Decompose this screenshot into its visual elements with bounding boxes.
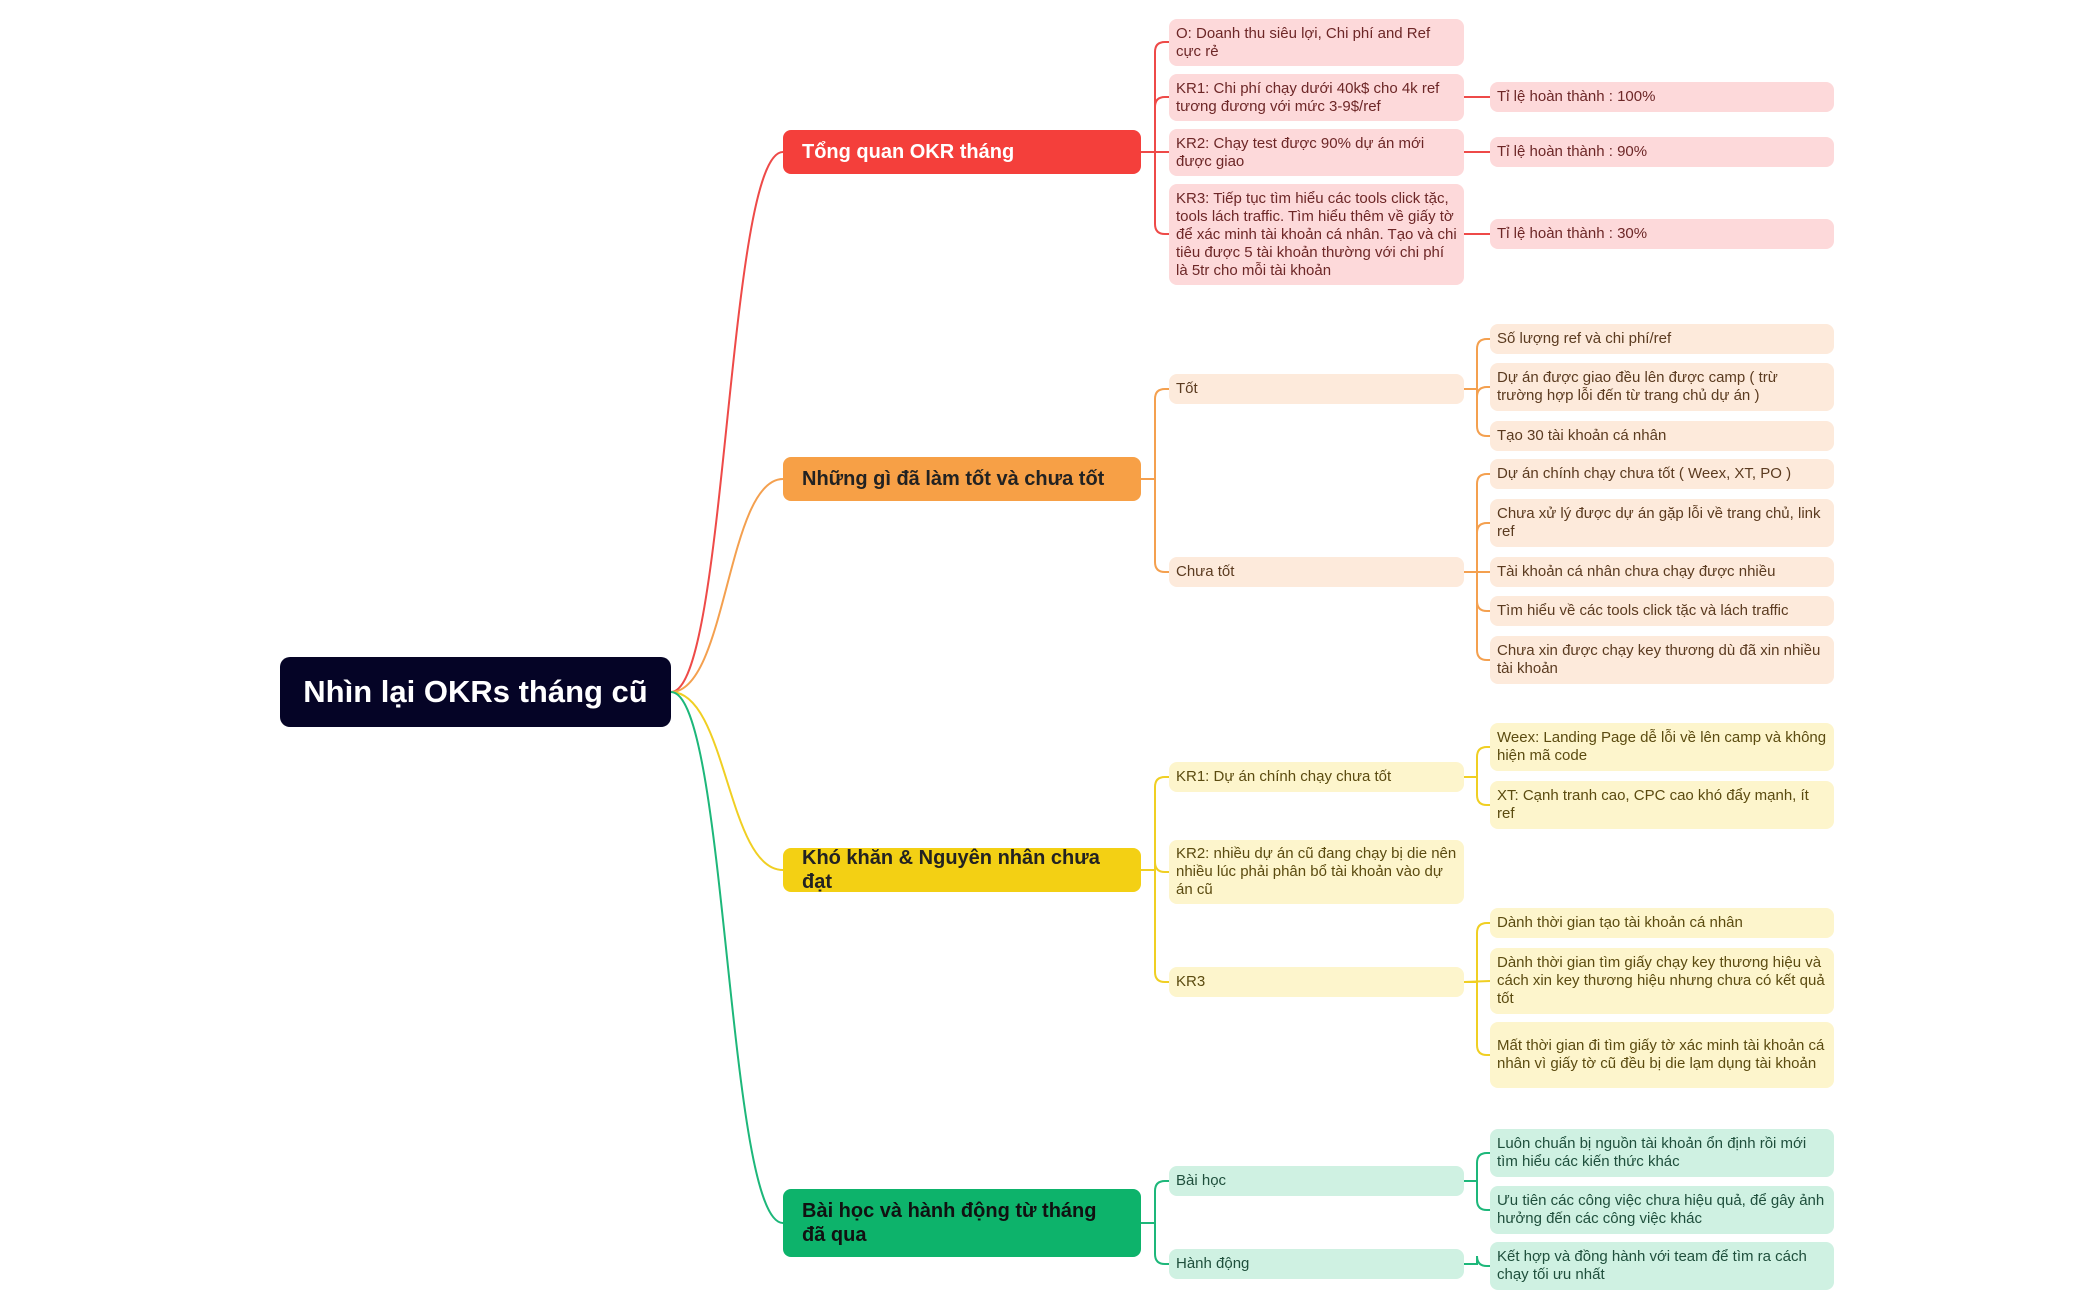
kr3-difficulty-item[interactable]: Dành thời gian tìm giấy chạy key thương …	[1490, 948, 1834, 1014]
node-to-item-connector	[1464, 1152, 1490, 1182]
kr3-node[interactable]: KR3: Tiếp tục tìm hiểu các tools click t…	[1169, 184, 1464, 285]
branch-to-node-connector	[1141, 1180, 1169, 1224]
action-item[interactable]: Kết hợp và đồng hành với team để tìm ra …	[1490, 1242, 1834, 1290]
kr2-difficulty-node[interactable]: KR2: nhiều dự án cũ đang chạy bị die nên…	[1169, 840, 1464, 904]
kr3-result[interactable]: Tỉ lệ hoàn thành : 30%	[1490, 219, 1834, 249]
node-to-item-connector	[1464, 922, 1490, 983]
node-to-item-connector	[1464, 746, 1490, 778]
lesson-item[interactable]: Ưu tiên các công việc chưa hiệu quả, để …	[1490, 1186, 1834, 1234]
node-to-item-connector	[1464, 571, 1490, 661]
good-item[interactable]: Dự án được giao đều lên được camp ( trừ …	[1490, 363, 1834, 411]
lesson-item[interactable]: Luôn chuẩn bị nguồn tài khoản ổn định rồ…	[1490, 1129, 1834, 1177]
node-to-item-connector	[1464, 388, 1490, 437]
good-node[interactable]: Tốt	[1169, 374, 1464, 404]
node-to-item-connector	[1464, 981, 1490, 1056]
branch-to-node-connector	[1141, 1222, 1169, 1265]
node-to-item-connector	[1464, 776, 1490, 806]
kr1-difficulty-item[interactable]: Weex: Landing Page dễ lỗi về lên camp và…	[1490, 723, 1834, 771]
kr2-node[interactable]: KR2: Chạy test được 90% dự án mới được g…	[1169, 129, 1464, 176]
branch-good-and-not-good[interactable]: Những gì đã làm tốt và chưa tốt	[783, 457, 1141, 501]
branch-label: Khó khăn & Nguyên nhân chưa đạt	[802, 847, 1100, 893]
root-to-branch-connector	[670, 151, 784, 693]
node-to-item-connector	[1464, 473, 1490, 573]
not-good-item[interactable]: Chưa xin được chạy key thương dù đã xin …	[1490, 636, 1834, 684]
kr1-result[interactable]: Tỉ lệ hoàn thành : 100%	[1490, 82, 1834, 112]
kr1-node[interactable]: KR1: Chi phí chạy dưới 40k$ cho 4k ref t…	[1169, 74, 1464, 121]
kr3-difficulty-item[interactable]: Dành thời gian tạo tài khoản cá nhân	[1490, 908, 1834, 938]
good-item[interactable]: Số lượng ref và chi phí/ref	[1490, 324, 1834, 354]
kr1-difficulty-item[interactable]: XT: Cạnh tranh cao, CPC cao khó đẩy mạnh…	[1490, 781, 1834, 829]
branch-label: Những gì đã làm tốt và chưa tốt	[802, 468, 1105, 490]
node-to-item-connector	[1464, 338, 1490, 390]
branch-label: Bài học và hành động từ tháng đã qua	[802, 1200, 1097, 1246]
branch-to-node-connector	[1141, 151, 1169, 235]
branch-label: Tổng quan OKR tháng	[802, 141, 1015, 163]
branch-to-node-connector	[1141, 869, 1169, 983]
branch-to-node-connector	[1141, 776, 1169, 871]
objective-node[interactable]: O: Doanh thu siêu lợi, Chi phí and Ref c…	[1169, 19, 1464, 66]
not-good-node[interactable]: Chưa tốt	[1169, 557, 1464, 587]
branch-okr-overview[interactable]: Tổng quan OKR tháng	[783, 130, 1141, 174]
root-to-branch-connector	[670, 478, 784, 693]
branch-to-node-connector	[1141, 41, 1169, 153]
node-to-item-connector	[1464, 1255, 1490, 1267]
root-to-branch-connector	[670, 691, 784, 1224]
kr1-difficulty-node[interactable]: KR1: Dự án chính chạy chưa tốt	[1169, 762, 1464, 792]
branch-difficulties[interactable]: Khó khăn & Nguyên nhân chưa đạt	[783, 847, 1141, 893]
not-good-item[interactable]: Tìm hiểu về các tools click tặc và lách …	[1490, 596, 1834, 626]
kr3-difficulty-node[interactable]: KR3	[1169, 967, 1464, 997]
branch-to-node-connector	[1141, 478, 1169, 573]
not-good-item[interactable]: Tài khoản cá nhân chưa chạy được nhiều	[1490, 557, 1834, 587]
node-to-item-connector	[1464, 522, 1490, 573]
branch-to-node-connector	[1141, 388, 1169, 480]
kr2-result[interactable]: Tỉ lệ hoàn thành : 90%	[1490, 137, 1834, 167]
root-label: Nhìn lại OKRs tháng cũ	[303, 674, 648, 709]
actions-node[interactable]: Hành động	[1169, 1249, 1464, 1279]
root-to-branch-connector	[670, 691, 784, 871]
lessons-node[interactable]: Bài học	[1169, 1166, 1464, 1196]
good-item[interactable]: Tạo 30 tài khoản cá nhân	[1490, 421, 1834, 451]
not-good-item[interactable]: Chưa xử lý được dự án gặp lỗi về trang c…	[1490, 499, 1834, 547]
not-good-item[interactable]: Dự án chính chạy chưa tốt ( Weex, XT, PO…	[1490, 459, 1834, 489]
branch-lessons-actions[interactable]: Bài học và hành động từ tháng đã qua	[783, 1189, 1141, 1257]
root-node[interactable]: Nhìn lại OKRs tháng cũ	[280, 657, 671, 727]
branch-to-node-connector	[1141, 861, 1169, 873]
node-to-item-connector	[1464, 1180, 1490, 1211]
kr3-difficulty-item[interactable]: Mất thời gian đi tìm giấy tờ xác minh tà…	[1490, 1022, 1834, 1088]
branch-to-node-connector	[1141, 96, 1169, 153]
